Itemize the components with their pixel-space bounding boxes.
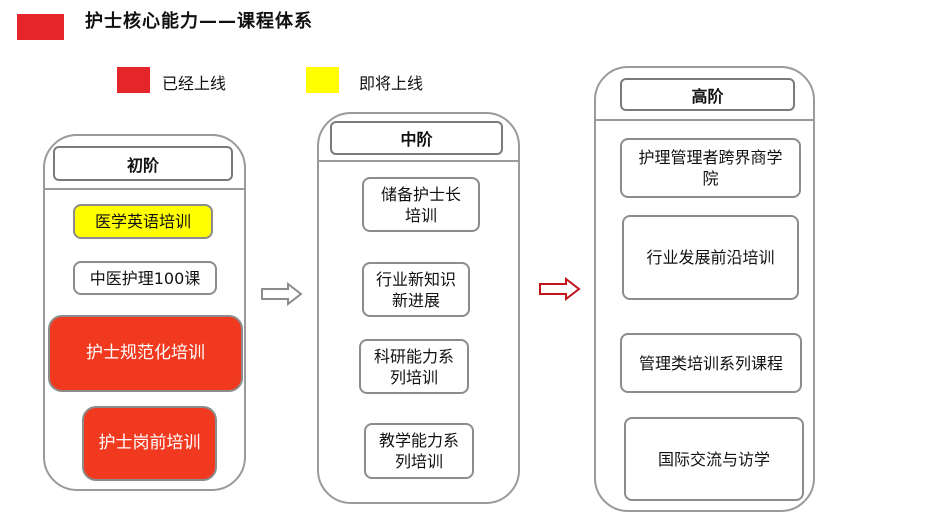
course-label: 国际交流与访学 [657, 449, 770, 469]
course-tcm-nursing-100[interactable]: 中医护理100课 [73, 261, 217, 295]
course-label: 护士岗前培训 [98, 433, 201, 453]
course-label: 行业新知识 新进展 [375, 269, 456, 310]
arrow-right-icon [261, 282, 303, 306]
course-industry-new-knowledge[interactable]: 行业新知识 新进展 [362, 262, 470, 317]
course-label: 管理类培训系列课程 [638, 353, 783, 373]
course-label: 中医护理100课 [89, 268, 201, 288]
legend-swatch-coming [306, 67, 339, 93]
course-label: 储备护士长 培训 [380, 184, 461, 225]
legend-label-live: 已经上线 [162, 74, 227, 93]
course-nurse-standardized-training[interactable]: 护士规范化培训 [48, 315, 243, 392]
course-label: 科研能力系 列培训 [373, 346, 454, 387]
column-advanced-divider [596, 119, 813, 121]
course-teaching-ability[interactable]: 教学能力系 列培训 [364, 423, 474, 479]
course-label: 护士规范化培训 [86, 343, 205, 363]
course-medical-english[interactable]: 医学英语培训 [73, 204, 213, 239]
column-advanced-heading: 高阶 [620, 78, 795, 111]
page-title: 护士核心能力——课程体系 [85, 11, 313, 32]
course-international-exchange[interactable]: 国际交流与访学 [624, 417, 804, 501]
course-reserve-head-nurse[interactable]: 储备护士长 培训 [362, 177, 480, 232]
course-nursing-manager-business-school[interactable]: 护理管理者跨界商学 院 [620, 138, 801, 198]
column-beginner-divider [45, 188, 244, 190]
arrow-right-icon [539, 277, 581, 301]
legend-label-coming: 即将上线 [359, 74, 424, 93]
course-label: 行业发展前沿培训 [646, 248, 775, 267]
column-intermediate-divider [319, 160, 518, 162]
course-industry-frontier[interactable]: 行业发展前沿培训 [622, 215, 799, 300]
course-research-ability[interactable]: 科研能力系 列培训 [359, 339, 469, 394]
course-nurse-preservice-training[interactable]: 护士岗前培训 [82, 406, 217, 481]
course-management-series[interactable]: 管理类培训系列课程 [620, 333, 802, 393]
title-accent-bar [17, 14, 64, 40]
column-beginner-heading: 初阶 [53, 146, 233, 181]
legend-swatch-live [117, 67, 150, 93]
course-label: 护理管理者跨界商学 院 [638, 148, 783, 188]
course-label: 医学英语培训 [94, 212, 191, 231]
column-intermediate-heading: 中阶 [330, 121, 503, 155]
course-label: 教学能力系 列培训 [378, 431, 459, 471]
